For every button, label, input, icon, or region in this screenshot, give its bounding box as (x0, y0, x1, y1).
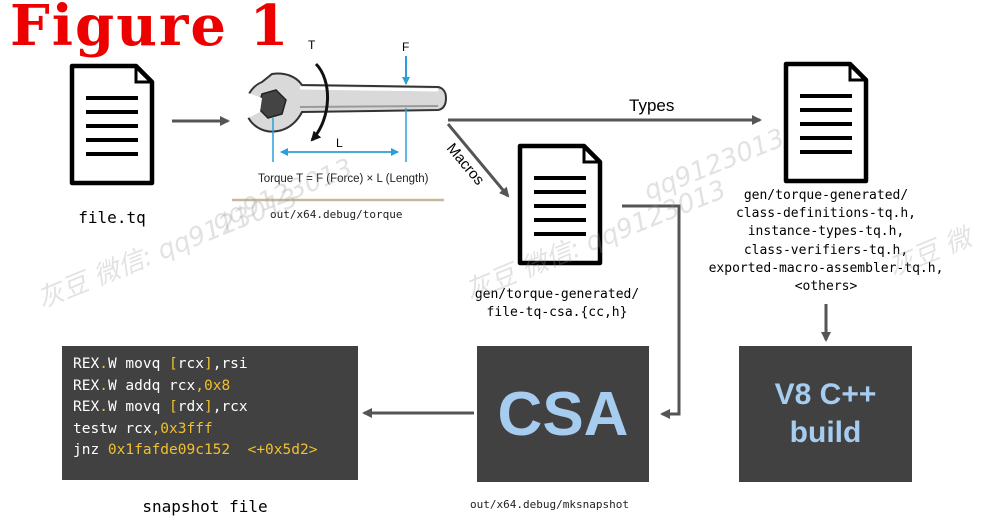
figure-title: Figure 1 (10, 0, 291, 59)
wrench-label-l: L (336, 136, 343, 150)
document-icon-file-tq (69, 63, 155, 186)
asm-token-highlight: ,0x8 (195, 377, 231, 394)
document-icon-csa-files (517, 143, 603, 266)
asm-token: ,rcx (212, 399, 248, 415)
header-file-line: gen/torque-generated/ (743, 188, 909, 203)
v8-build-line: build (789, 416, 862, 449)
asm-token: jnz (73, 442, 108, 458)
asm-token: W addq rcx (107, 377, 196, 394)
asm-token: testw rcx (73, 420, 152, 437)
asm-line: REX.W movq [rdx],rcx (73, 397, 317, 419)
file-tq-label: file.tq (78, 208, 146, 227)
asm-token-highlight: . (99, 399, 108, 415)
asm-token: W movq (107, 356, 170, 372)
document-icon-header-files (783, 61, 869, 184)
v8-build-box: V8 C++ build (739, 346, 912, 482)
asm-token: W movq (107, 399, 170, 415)
header-file-line: exported-macro-assembler-tq.h, (708, 260, 944, 276)
csa-box-label: CSA (497, 379, 629, 449)
csa-files-line: gen/torque-generated/ (474, 287, 640, 302)
torque-caption: Torque T = F (Force) × L (Length) (258, 173, 429, 185)
header-files-label: gen/torque-generated/ class-definitions-… (680, 187, 972, 296)
asm-token-highlight: ] (203, 356, 213, 372)
csa-files-line: file-tq-csa.{cc,h} (486, 305, 628, 320)
asm-line: REX.W addq rcx,0x8 (73, 376, 317, 398)
asm-token-highlight: ,0x3fff (151, 420, 213, 437)
arrow-csa-files-to-csa (622, 204, 681, 419)
asm-token: REX (73, 356, 100, 372)
csa-box: CSA (477, 346, 649, 482)
asm-line: testw rcx,0x3fff (73, 419, 317, 441)
wrench-label-f: F (402, 40, 410, 54)
asm-token-highlight: [ (169, 356, 178, 372)
asm-token: ,rsi (212, 356, 248, 372)
asm-token: rcx (177, 356, 204, 372)
wrench-icon (232, 56, 448, 202)
wrench-label-t: T (308, 38, 316, 52)
asm-token: rdx (177, 399, 204, 415)
snapshot-file-label: snapshot file (142, 497, 268, 516)
header-file-line: class-verifiers-tq.h, (743, 242, 909, 258)
asm-token-highlight: . (99, 377, 108, 394)
asm-token-highlight: ] (203, 399, 213, 415)
asm-token-highlight: 0x1fafde09c152 <+0x5d2> (107, 442, 318, 458)
types-edge-label: Types (629, 96, 675, 115)
asm-line: REX.W movq [rcx],rsi (73, 354, 317, 376)
asm-token-highlight: [ (169, 399, 178, 415)
arrow-macros (446, 123, 510, 198)
asm-token-highlight: . (99, 356, 108, 372)
header-file-line: <others> (794, 279, 858, 295)
mksnapshot-path: out/x64.debug/mksnapshot (470, 498, 629, 511)
asm-line: jnz 0x1fafde09c152 <+0x5d2> (73, 440, 317, 462)
asm-token: REX (73, 377, 100, 394)
v8-build-line: V8 C++ (774, 378, 877, 411)
header-file-line: instance-types-tq.h, (747, 224, 905, 240)
header-file-line: class-definitions-tq.h, (735, 206, 916, 222)
asm-token: REX (73, 399, 100, 415)
csa-files-label: gen/torque-generated/ file-tq-csa.{cc,h} (452, 286, 662, 322)
torque-path: out/x64.debug/torque (270, 208, 403, 221)
